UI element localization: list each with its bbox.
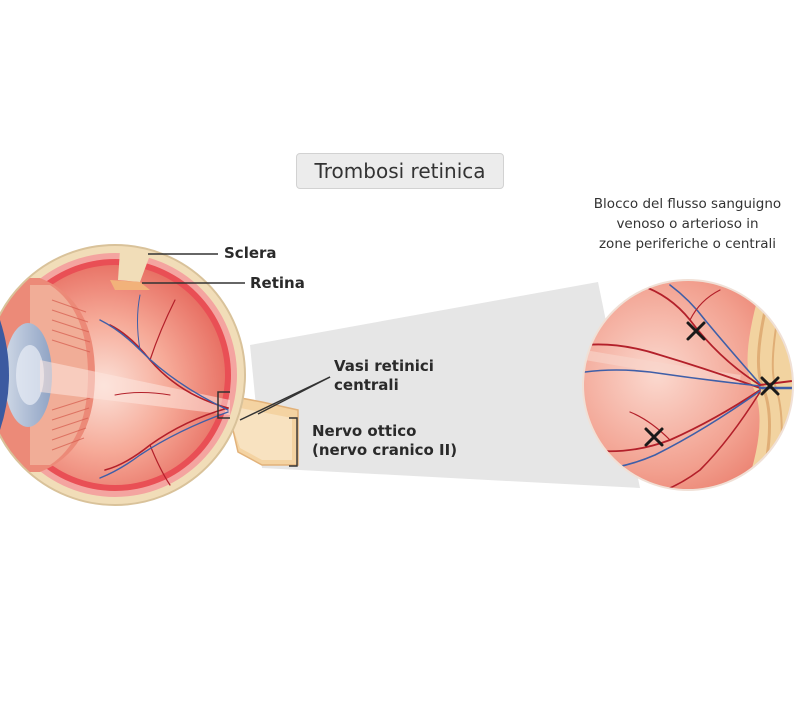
vasi-label-line-1: Vasi retinici <box>334 357 434 375</box>
blockage-marker-2 <box>760 376 780 396</box>
retina-label: Retina <box>250 274 305 292</box>
note-line-3: zone periferiche o centrali <box>598 236 777 252</box>
page-title: Trombosi retinica <box>296 153 504 189</box>
nervo-bracket <box>289 417 298 467</box>
note-line-2: venoso o arterioso in <box>616 216 759 232</box>
blockage-note: Blocco del flusso sanguigno venoso o art… <box>575 194 800 254</box>
blockage-marker-1 <box>686 321 706 341</box>
vasi-retinici-label: Vasi retinici centrali <box>334 357 434 395</box>
vasi-label-line-2: centrali <box>334 376 399 394</box>
note-line-1: Blocco del flusso sanguigno <box>593 196 782 212</box>
nervo-label-line-2: (nervo cranico II) <box>312 441 458 459</box>
nervo-label-line-1: Nervo ottico <box>312 422 417 440</box>
magnifier-cone <box>250 282 640 488</box>
blockage-marker-3 <box>644 427 664 447</box>
eyeball <box>0 245 245 505</box>
nervo-ottico-label: Nervo ottico (nervo cranico II) <box>312 422 457 460</box>
sclera-label: Sclera <box>224 244 277 262</box>
vasi-leader-2 <box>257 376 331 415</box>
